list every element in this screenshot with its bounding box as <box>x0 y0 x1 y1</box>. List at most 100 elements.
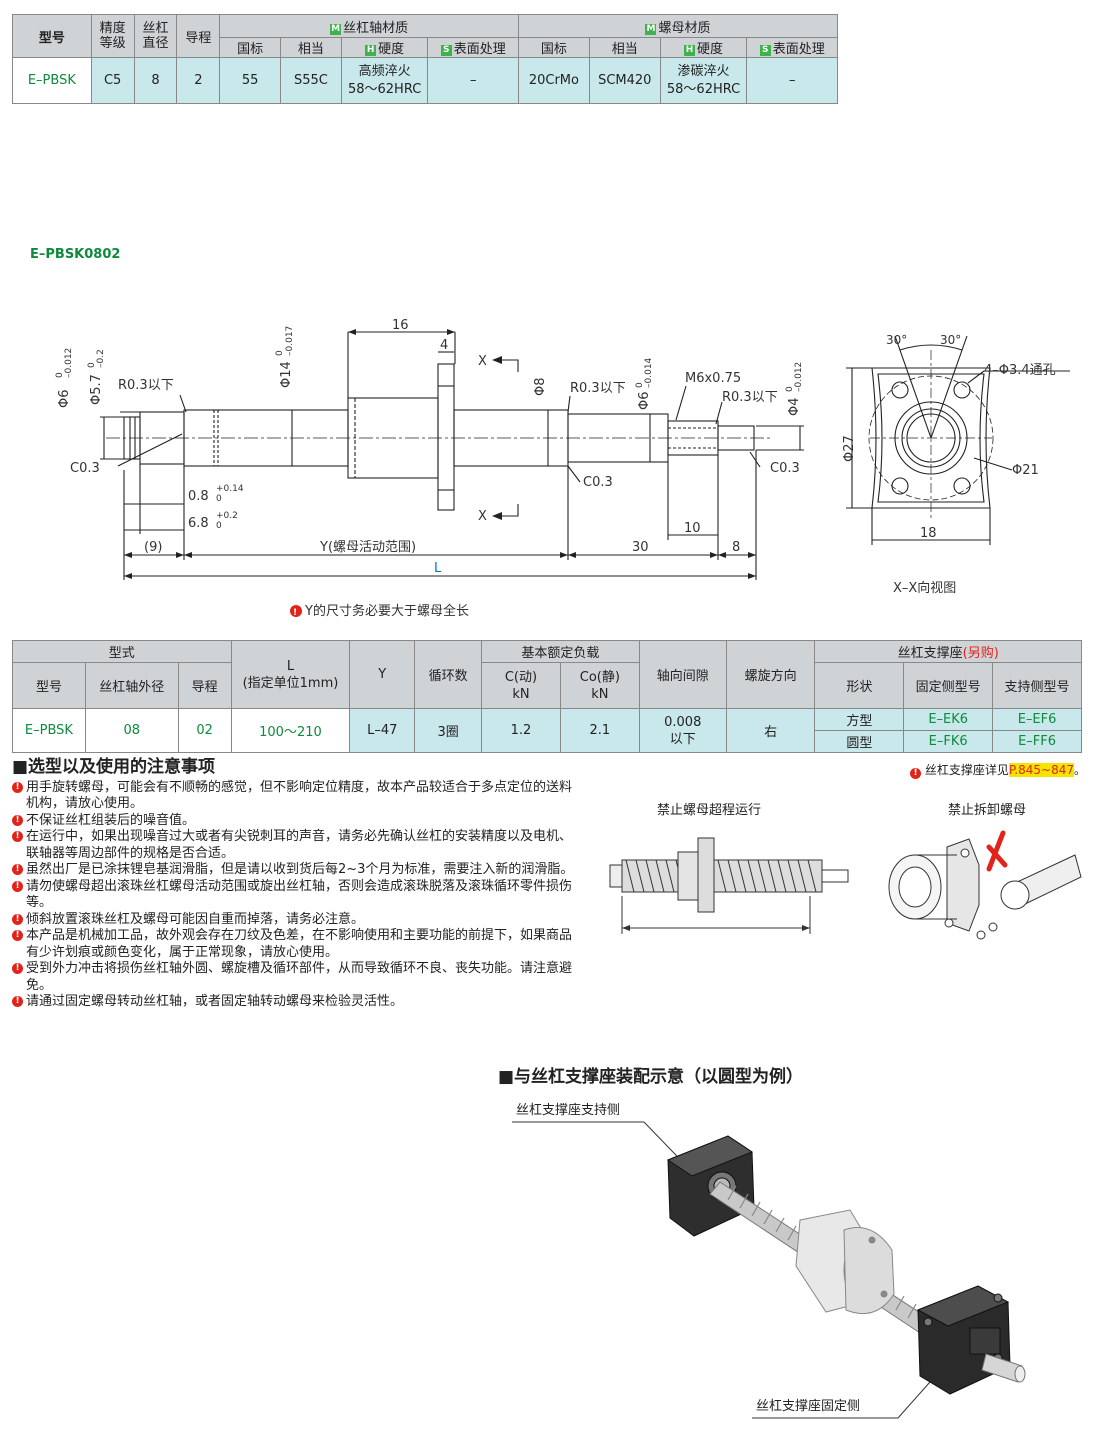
note-item: !受到外力冲击将损伤丝杠轴外圆、螺旋槽及循环部件，从而导致循环不良、丧失功能。请… <box>12 961 582 994</box>
label-m6: M6x0.75 <box>685 371 741 386</box>
warning-icon: ! <box>12 996 23 1007</box>
th-sub: 国标 <box>219 37 281 58</box>
label-d6b-tol-bot: –0.014 <box>644 357 654 388</box>
th-model: 型号 <box>12 662 86 709</box>
th-shape: 形状 <box>814 662 905 709</box>
cell-nut-hard: 渗碳淬火 58～62HRC <box>659 57 748 104</box>
s-tag-icon: S <box>759 45 771 56</box>
label-d14-tol-bot: –0.017 <box>285 326 295 356</box>
th-support-note: (另购) <box>962 646 999 661</box>
label-d21: Φ21 <box>1012 463 1039 478</box>
note-item: !在运行中，如果出现噪音过大或者有尖锐刺耳的声音，请务必先确认丝杠的安装精度以及… <box>12 829 582 862</box>
support-ref-pages[interactable]: P.845~847 <box>1008 763 1074 777</box>
technical-drawing: 16 4 X X R0.3以下 R0.3以下 M6x0.75 R0.3以下 C0… <box>55 318 1070 619</box>
th-sub-label: 硬度 <box>378 42 405 57</box>
th-shaft-material-label: 丝杠轴材质 <box>343 20 409 36</box>
note-text: 倾斜放置滚珠丝杠及螺母可能因自重而掉落，请务必注意。 <box>26 911 365 927</box>
cell-sup-1: E–EF6 <box>992 708 1082 731</box>
note-text: 受到外力冲击将损伤丝杠轴外圆、螺旋槽及循环部件，从而导致循环不良、丧失功能。请注… <box>26 961 573 993</box>
label-d6-tol-bot: –0.012 <box>64 348 74 378</box>
th-co: Co(静) kN <box>559 662 640 709</box>
support-ref-prefix: 丝杠支撑座详见 <box>924 763 1009 777</box>
cell-fixed-1: E–EK6 <box>903 708 994 731</box>
cell-nut-surface: – <box>746 57 838 104</box>
dim-18: 18 <box>920 526 937 541</box>
caption-disassemble: 禁止拆卸螺母 <box>948 803 1027 818</box>
th-backlash: 轴向间隙 <box>638 640 727 709</box>
label-d4: Φ4 <box>787 397 802 416</box>
cell-model: E–PBSK <box>12 708 86 753</box>
th-dia: 丝杠 直径 <box>133 14 178 58</box>
label-d6-tol-top: 0 <box>55 372 65 378</box>
dim-10: 10 <box>684 521 701 536</box>
drawing-labels: 16 4 X X R0.3以下 R0.3以下 M6x0.75 R0.3以下 C0… <box>55 318 804 576</box>
label-c03-left: C0.3 <box>70 461 100 476</box>
section-x-bottom: X <box>478 509 487 524</box>
cell-dir: 右 <box>725 708 816 753</box>
label-c03-mid: C0.3 <box>583 475 613 490</box>
label-d4-tol-top: 0 <box>785 386 795 392</box>
selection-table: 型式 L(指定单位1mm) Y 循环数 基本额定负载 轴向间隙 螺旋方向 丝杠支… <box>12 640 1082 753</box>
nut-hard-line2: 58～62HRC <box>666 81 741 97</box>
note-item: !请勿使螺母超出滚珠丝杠螺母活动范围或旋出丝杠轴，否则会造成滚珠脱落及滚珠循环零… <box>12 879 582 912</box>
note-text: 在运行中，如果出现噪音过大或者有尖锐刺耳的声音，请务必先确认丝杠的安装精度以及电… <box>26 829 573 861</box>
th-type: 型式 <box>12 640 232 663</box>
warning-icon: ! <box>12 814 23 826</box>
th-lead: 导程 <box>177 662 232 709</box>
svg-text:!: ! <box>293 608 297 618</box>
cell-od: 08 <box>84 708 179 753</box>
h-tag-icon: H <box>365 45 377 56</box>
label-d6: Φ6 <box>57 389 72 408</box>
nut-hard-line1: 渗碳淬火 <box>677 63 730 79</box>
cell-c: 1.2 <box>481 708 561 753</box>
th-l: L(指定单位1mm) <box>230 640 351 709</box>
note-item: !本产品是机械加工品，故外观会存在刀纹及色差，在不影响使用和主要功能的前提下，如… <box>12 928 582 961</box>
notes-title: ■选型以及使用的注意事项 <box>12 757 216 777</box>
label-d57: Φ5.7 <box>89 374 104 405</box>
usage-notes: ■选型以及使用的注意事项 !用手旋转螺母，可能会有不顺畅的感觉，但不影响定位精度… <box>12 759 582 1011</box>
th-sub-label: 表面处理 <box>772 42 825 57</box>
th-sup: 支持侧型号 <box>992 662 1082 709</box>
cell-fixed-2: E–FK6 <box>903 730 994 753</box>
note-item: !倾斜放置滚珠丝杠及螺母可能因自重而掉落，请务必注意。 <box>12 912 582 929</box>
m-tag-icon: M <box>330 23 342 35</box>
note-item: !用手旋转螺母，可能会有不顺畅的感觉，但不影响定位精度，故本产品较适合于多点定位… <box>12 780 582 813</box>
dim-9: (9) <box>144 540 162 555</box>
note-item: !虽然出厂是已涂抹锂皂基润滑脂，但是请以收到货后每2~3个月为标准，需要注入新的… <box>12 862 582 879</box>
note-item: !请通过固定螺母转动丝杠轴，或者固定轴转动螺母来检验灵活性。 <box>12 994 582 1011</box>
th-dir: 螺旋方向 <box>725 640 816 709</box>
dim-l: L <box>434 561 442 576</box>
th-l-main: L <box>286 658 295 674</box>
label-groove-08-tol-top: +0.14 <box>216 484 244 494</box>
section-x-top: X <box>478 354 487 369</box>
th-sub: 国标 <box>517 37 590 58</box>
th-c: C(动) kN <box>481 662 561 709</box>
th-load: 基本额定负载 <box>481 640 640 663</box>
note-text: 用手旋转螺母，可能会有不顺畅的感觉，但不影响定位精度，故本产品较适合于多点定位的… <box>26 779 573 812</box>
label-r03-right: R0.3以下 <box>722 390 778 405</box>
warning-icon: ! <box>12 930 23 941</box>
drawing-code: E–PBSK0802 <box>30 247 121 262</box>
label-groove-68: 6.8 <box>188 516 209 531</box>
cell-model: E–PBSK <box>12 57 92 104</box>
label-support-side: 丝杠支撑座支持侧 <box>516 1102 620 1118</box>
h-tag-icon: H <box>684 45 696 56</box>
cell-shaft-gb: 55 <box>219 57 281 104</box>
support-ref-suffix: 。 <box>1073 763 1086 777</box>
label-groove-08: 0.8 <box>188 489 209 504</box>
note-text: 请通过固定螺母转动丝杠轴，或者固定轴转动螺母来检验灵活性。 <box>26 994 404 1009</box>
note-text: 不保证丝杠组装后的噪音值。 <box>26 812 196 828</box>
th-sub: 相当 <box>279 37 342 58</box>
assembly-title: ■与丝杠支撑座装配示意（以圆型为例） <box>498 1067 804 1087</box>
caption-overrun: 禁止螺母超程运行 <box>657 803 762 818</box>
th-nut-material-label: 螺母材质 <box>658 20 711 36</box>
angle-30-left: 30° <box>886 333 907 347</box>
cell-lead: 02 <box>177 708 232 753</box>
label-r03-mid: R0.3以下 <box>570 381 626 396</box>
label-fixed-side: 丝杠支撑座固定侧 <box>756 1398 860 1414</box>
label-d27: Φ27 <box>842 435 857 462</box>
th-model: 型号 <box>12 14 92 58</box>
overrun-figure <box>609 837 849 934</box>
